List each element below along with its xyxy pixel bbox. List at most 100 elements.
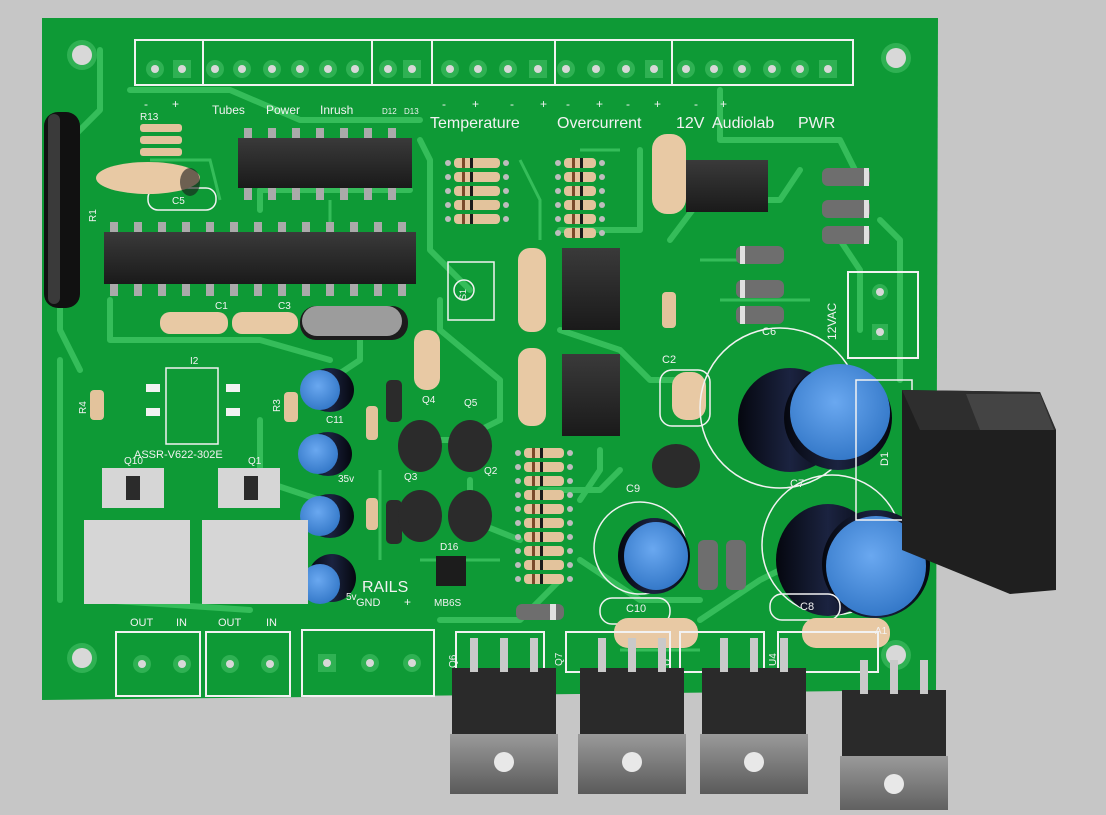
polarity-plus-5: + [654,97,661,111]
label-12v: 12V [676,115,705,132]
diode-band [740,306,745,324]
resistor-band [580,200,583,210]
resistor [524,532,564,542]
capacitor-tan-c [414,330,440,390]
resistor-lead [445,174,451,180]
capacitor-c1 [160,312,228,334]
smd-q1 [218,468,280,508]
resistor-lead [503,174,509,180]
resistor-lead [567,520,573,526]
header-pad-hole [178,65,186,73]
resistor-band [470,186,473,196]
ic-pin [182,222,190,232]
label-out-2: OUT [218,617,242,629]
resistor [454,200,500,210]
designator-c2: C2 [662,354,676,366]
transistor-q4 [398,420,442,472]
resistor-lead [567,576,573,582]
designator-c3: C3 [278,301,291,312]
bottom-connector-rails [301,629,435,697]
label-5v: 5v [346,592,357,603]
resistor-lead [599,160,605,166]
resistor-band [462,158,465,168]
smd-q10 [102,468,164,508]
designator-c1: C1 [215,301,228,312]
header-pad-hole [238,65,246,73]
resistor-lead [567,478,573,484]
resistor-lead [515,520,521,526]
resistor-band [462,172,465,182]
resistor-band [540,462,543,472]
polarity-minus-4: - [566,97,570,111]
ic-pin [292,188,300,200]
electrolytic-small-4 [300,554,356,604]
resistor-lead [599,174,605,180]
resistor-lead [515,492,521,498]
capacitor-c5 [96,162,217,211]
header-pad-hole [268,65,276,73]
polarity-minus-5: - [626,97,630,111]
header-pad-hole [504,65,512,73]
ic-pin [278,284,286,296]
resistor [524,490,564,500]
ic-pin [110,222,118,232]
resistor-lead [555,216,561,222]
switch-s1 [447,261,495,321]
ic-pin [244,128,252,138]
ic-pin [182,284,190,296]
diodes-vertical-pair [698,540,746,590]
designator-q2: Q2 [484,466,498,477]
resistor-array-right [555,158,605,238]
label-ssr-part: ASSR-V622-302E [134,449,223,461]
resistor-band [532,476,535,486]
ic-pin [364,188,372,200]
header-pad-hole [151,65,159,73]
bottom-connector-1 [115,631,201,697]
ic-pin [244,188,252,200]
ic-pin [316,188,324,200]
resistor-band [532,448,535,458]
resistor-band [572,214,575,224]
bottom-connector-2 [205,631,291,697]
resistor-band [540,476,543,486]
resistor-lead [567,464,573,470]
label-out-1: OUT [130,617,154,629]
resistor-band [532,560,535,570]
resistor-lead [515,562,521,568]
designator-c6: C6 [762,326,776,338]
header-pad-hole [622,65,630,73]
capacitor-c2 [659,369,711,427]
resistor-band [470,200,473,210]
designator-q4: Q4 [422,395,436,406]
ic-pin [398,284,406,296]
designator-u4: U4 [768,653,779,666]
left-vertical-part [44,112,80,308]
resistor-band [572,186,575,196]
resistor-lead [567,492,573,498]
ic-pin [340,128,348,138]
label-d12: D12 [382,107,397,116]
resistor [454,186,500,196]
designator-c8: C8 [800,601,814,613]
designator-q3: Q3 [404,472,418,483]
polarity-minus-2: - [442,97,446,111]
designator-s1: S1 [458,289,468,300]
label-rails: RAILS [362,579,408,596]
diode-band [864,226,869,244]
header-pad-hole [351,65,359,73]
label-rail-plus: + [404,595,411,609]
resistor-band [462,186,465,196]
resistor-lead [503,202,509,208]
designator-u3: U [662,659,673,666]
bridge-mb6s [436,556,466,586]
header-pad-hole [768,65,776,73]
ic-pin [388,188,396,200]
diode [822,226,870,244]
resistor [524,574,564,584]
label-12vac: 12VAC [825,303,839,340]
regulator-leg [628,638,636,672]
regulator-leg [780,638,788,672]
designator-q10: Q10 [124,456,143,467]
resistor [454,214,500,224]
